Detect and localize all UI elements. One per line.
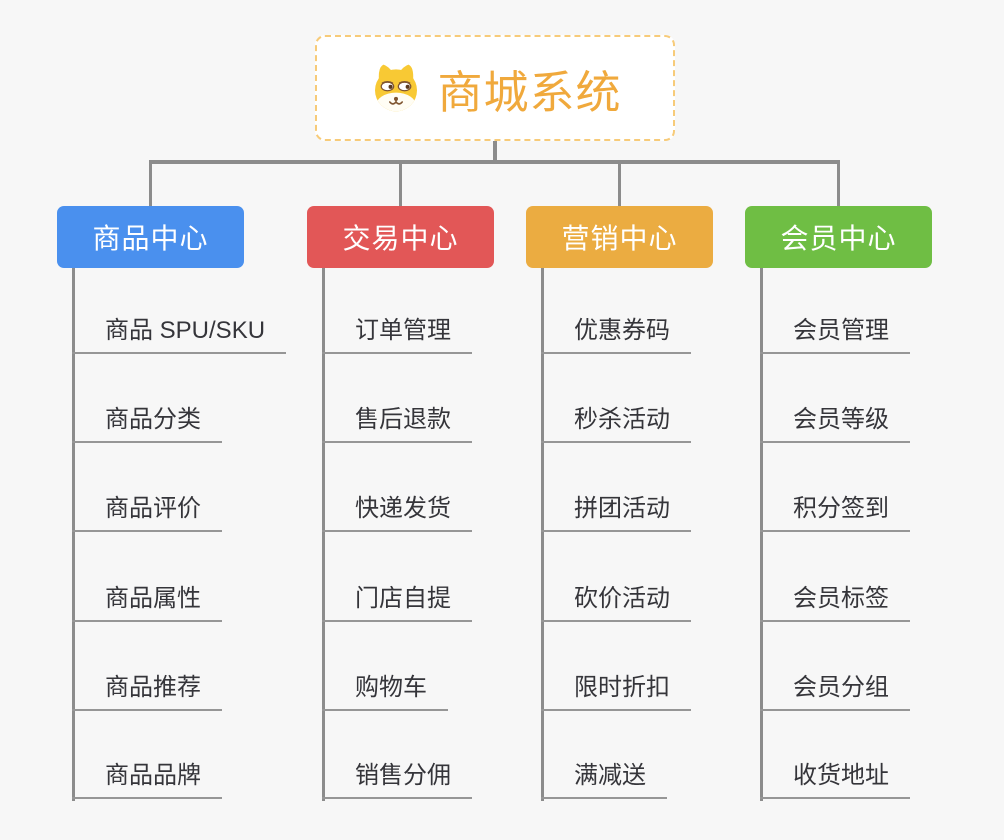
subtopic-item[interactable]: 商品推荐	[72, 665, 222, 711]
branch-topic-node[interactable]: 会员中心	[745, 206, 932, 268]
subtopic-label: 会员标签	[793, 585, 889, 612]
shiba-dog-icon	[368, 62, 424, 114]
branch-rail-line	[149, 160, 840, 164]
branch-topic-label: 交易中心	[342, 223, 459, 254]
subtopic-item[interactable]: 商品分类	[72, 397, 222, 443]
subtopic-item[interactable]: 收货地址	[760, 753, 910, 799]
subtopic-label: 会员分组	[793, 674, 889, 701]
subtopic-item[interactable]: 砍价活动	[541, 576, 691, 622]
subtopic-label: 拼团活动	[574, 495, 670, 522]
subtopic-item[interactable]: 商品品牌	[72, 753, 222, 799]
branch-trunk-line	[541, 268, 544, 801]
subtopic-label: 满减送	[574, 762, 646, 789]
subtopic-item[interactable]: 订单管理	[322, 308, 472, 354]
subtopic-label: 快递发货	[355, 495, 451, 522]
branch-topic-label: 会员中心	[780, 223, 897, 254]
subtopic-label: 砍价活动	[574, 585, 670, 612]
branch-topic-node[interactable]: 商品中心	[57, 206, 244, 268]
branch-topic-label: 营销中心	[561, 223, 678, 254]
subtopic-item[interactable]: 秒杀活动	[541, 397, 691, 443]
subtopic-label: 会员等级	[793, 406, 889, 433]
branch-trunk-line	[760, 268, 763, 801]
branch-topic-node[interactable]: 营销中心	[526, 206, 713, 268]
subtopic-label: 销售分佣	[355, 762, 451, 789]
subtopic-item[interactable]: 销售分佣	[322, 753, 472, 799]
subtopic-label: 门店自提	[355, 585, 451, 612]
subtopic-item[interactable]: 商品评价	[72, 486, 222, 532]
root-trunk-line	[493, 141, 497, 162]
subtopic-item[interactable]: 限时折扣	[541, 665, 691, 711]
subtopic-label: 限时折扣	[574, 674, 670, 701]
subtopic-item[interactable]: 拼团活动	[541, 486, 691, 532]
subtopic-item[interactable]: 会员标签	[760, 576, 910, 622]
subtopic-item[interactable]: 购物车	[322, 665, 448, 711]
subtopic-item[interactable]: 会员分组	[760, 665, 910, 711]
branch-drop-line	[618, 160, 621, 206]
subtopic-item[interactable]: 商品属性	[72, 576, 222, 622]
subtopic-label: 收货地址	[793, 762, 889, 789]
subtopic-item[interactable]: 商品 SPU/SKU	[72, 308, 287, 354]
subtopic-label: 购物车	[355, 674, 427, 701]
branch-topic-node[interactable]: 交易中心	[307, 206, 494, 268]
subtopic-item[interactable]: 会员等级	[760, 397, 910, 443]
subtopic-item[interactable]: 优惠券码	[541, 308, 691, 354]
root-topic-title: 商城系统	[437, 66, 622, 118]
subtopic-label: 商品推荐	[105, 674, 201, 701]
branch-drop-line	[149, 160, 152, 206]
branch-topic-label: 商品中心	[92, 223, 209, 254]
subtopic-label: 商品属性	[105, 585, 201, 612]
subtopic-label: 积分签到	[793, 495, 889, 522]
subtopic-label: 商品品牌	[105, 762, 201, 789]
subtopic-item[interactable]: 门店自提	[322, 576, 472, 622]
subtopic-item[interactable]: 满减送	[541, 753, 667, 799]
branch-trunk-line	[322, 268, 325, 801]
subtopic-label: 会员管理	[793, 317, 889, 344]
subtopic-item[interactable]: 积分签到	[760, 486, 910, 532]
subtopic-label: 商品评价	[105, 495, 201, 522]
subtopic-label: 秒杀活动	[574, 406, 670, 433]
subtopic-label: 售后退款	[355, 406, 451, 433]
subtopic-item[interactable]: 会员管理	[760, 308, 910, 354]
root-topic-node[interactable]: 商城系统	[315, 35, 675, 141]
subtopic-label: 订单管理	[355, 317, 451, 344]
subtopic-label: 优惠券码	[574, 317, 670, 344]
subtopic-label: 商品 SPU/SKU	[105, 317, 266, 344]
subtopic-label: 商品分类	[105, 406, 201, 433]
subtopic-item[interactable]: 售后退款	[322, 397, 472, 443]
subtopic-item[interactable]: 快递发货	[322, 486, 472, 532]
branch-drop-line	[399, 160, 402, 206]
branch-trunk-line	[72, 268, 75, 801]
branch-drop-line	[837, 160, 840, 206]
